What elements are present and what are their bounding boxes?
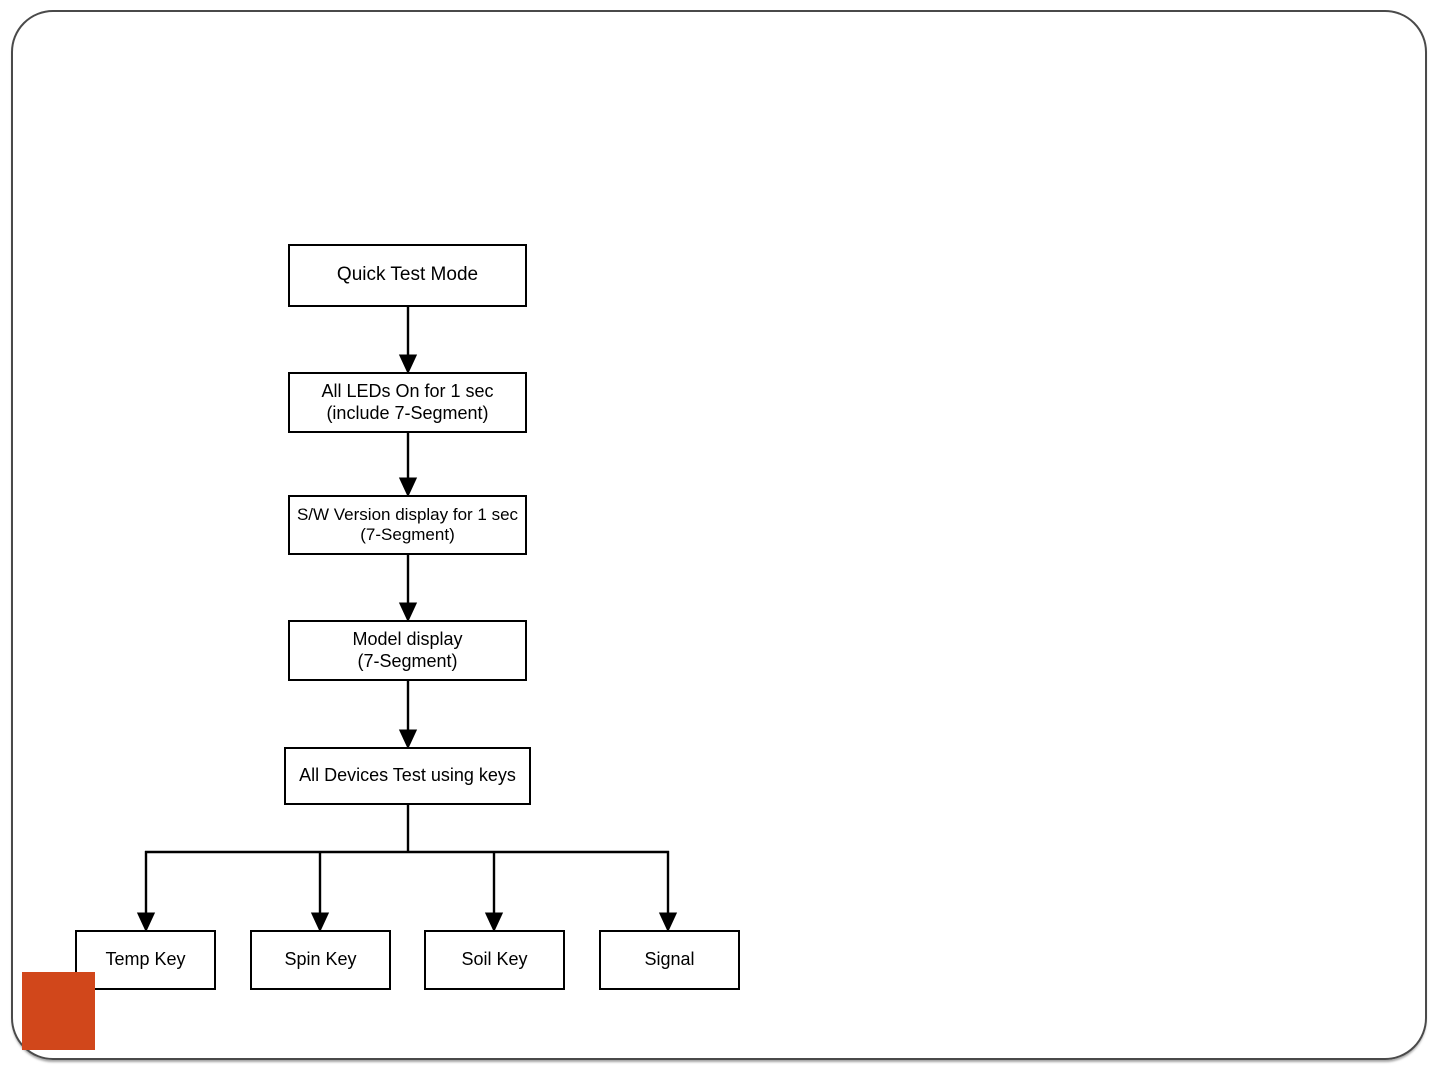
flow-node-label: Soil Key <box>461 949 528 970</box>
orange-accent-square <box>22 972 95 1050</box>
flow-node-spin-key[interactable]: Spin Key <box>250 930 391 990</box>
flow-node-label: Signal <box>644 949 695 970</box>
flow-node-label: All Devices Test using keys <box>299 765 516 786</box>
flow-node-sw-version-display[interactable]: S/W Version display for 1 sec (7-Segment… <box>288 495 527 555</box>
flow-node-signal[interactable]: Signal <box>599 930 740 990</box>
flow-node-model-display[interactable]: Model display (7-Segment) <box>288 620 527 681</box>
flow-node-soil-key[interactable]: Soil Key <box>424 930 565 990</box>
flow-node-label: Temp Key <box>105 949 186 970</box>
flow-node-all-devices-test[interactable]: All Devices Test using keys <box>284 747 531 805</box>
flow-node-label: Model display (7-Segment) <box>352 629 463 671</box>
flow-node-label: All LEDs On for 1 sec (include 7-Segment… <box>321 381 494 423</box>
flow-node-label: Spin Key <box>284 949 357 970</box>
flow-node-temp-key[interactable]: Temp Key <box>75 930 216 990</box>
flow-node-label: S/W Version display for 1 sec (7-Segment… <box>296 504 519 544</box>
flow-node-label: Quick Test Mode <box>336 264 479 286</box>
flow-node-quick-test-mode[interactable]: Quick Test Mode <box>288 244 527 307</box>
flow-node-all-leds-on[interactable]: All LEDs On for 1 sec (include 7-Segment… <box>288 372 527 433</box>
slide-border-frame <box>11 10 1427 1060</box>
